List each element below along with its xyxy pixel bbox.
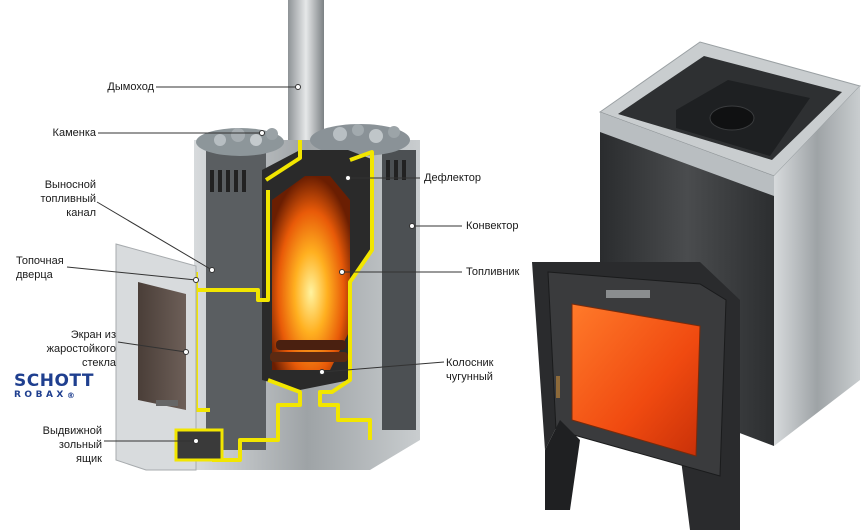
schott-robax-logo: SCHOTT ROBAX® <box>14 372 94 401</box>
logs <box>270 340 348 362</box>
door-glass-orange <box>571 303 701 457</box>
flue-opening <box>709 105 755 131</box>
leader-lines <box>66 86 462 442</box>
casing-panel-right <box>382 150 416 430</box>
brand-mark: ® <box>66 391 75 400</box>
cutaway-stove <box>115 0 420 471</box>
label-firebox: Топливник <box>466 266 520 278</box>
label-ash-drawer: Выдвижной зольный ящик <box>42 425 102 465</box>
door-handle-right <box>556 376 560 398</box>
brand-name: SCHOTT <box>14 371 94 391</box>
trim-band <box>600 112 774 196</box>
label-grate: Колосник чугунный <box>446 357 494 383</box>
label-remote-channel: Выносной топливный канал <box>40 179 96 219</box>
label-glass-screen: Экран из жаростойкого стекла <box>46 329 116 369</box>
stove-side-right <box>774 86 860 446</box>
label-chimney: Дымоход <box>107 81 154 93</box>
assembled-stove <box>532 41 861 530</box>
door-glass <box>138 282 186 410</box>
label-fire-door: Топочная дверца <box>16 255 64 281</box>
brand-product: ROBAX <box>14 390 67 400</box>
label-deflector: Дефлектор <box>424 172 481 184</box>
vent-slots <box>210 160 406 192</box>
leader-dots <box>183 84 415 444</box>
ash-drawer <box>174 428 224 462</box>
leg-front <box>545 420 580 510</box>
door-handle <box>156 400 178 406</box>
label-convector: Конвектор <box>466 220 519 232</box>
label-heater: Каменка <box>52 127 96 139</box>
brand-plate <box>606 290 650 298</box>
fire <box>272 176 350 370</box>
